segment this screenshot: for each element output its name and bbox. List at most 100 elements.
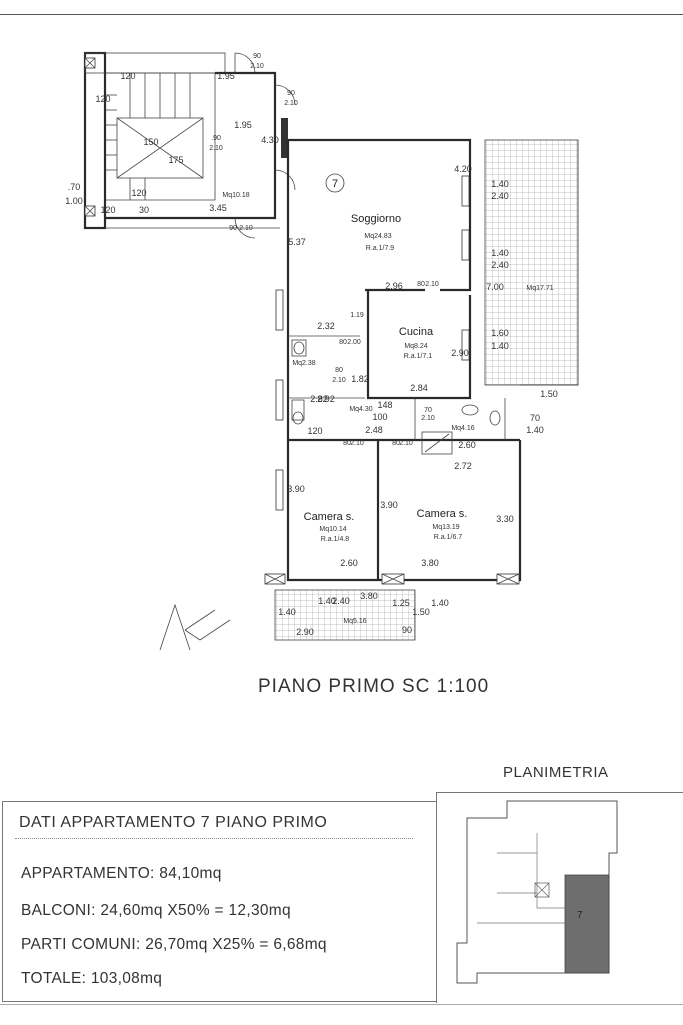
totale-row: TOTALE: 103,08mq [21, 970, 163, 987]
dim-label: 2.90 [451, 348, 469, 358]
dim-label: 2.10 [350, 440, 364, 447]
dim-label: 70 [530, 413, 540, 423]
dim-label: 80 [417, 281, 425, 288]
dim-label: 2.60 [458, 440, 476, 450]
dim-label: 3.90 [380, 500, 398, 510]
dim-label: 80 [335, 367, 343, 374]
dim-label: 2.10 [425, 281, 439, 288]
dim-label: 3.90 [287, 484, 305, 494]
dim-label: 30 [139, 205, 149, 215]
dim-label: 3.80 [421, 558, 439, 568]
dim-label: 120 [100, 205, 115, 215]
key-plan-unit-marker: 7 [577, 910, 583, 921]
dim-label: .70 [68, 182, 81, 192]
room-ratio-camera-left: R.a.1/4.8 [321, 536, 350, 543]
dim-label: 2.96 [385, 281, 403, 291]
drawing-title: PIANO PRIMO SC 1:100 [258, 676, 490, 697]
dim-label: 175 [168, 155, 183, 165]
dim-label: 120 [307, 426, 322, 436]
dim-label: 2.00 [347, 339, 361, 346]
dim-label: 2.10 [284, 100, 298, 107]
apartment-walls [264, 138, 522, 585]
north-arrow-icon [159, 603, 231, 651]
dim-label: 150 [143, 137, 158, 147]
dim-label: 1.40 [491, 248, 509, 258]
dim-label: 1.40 [491, 179, 509, 189]
dim-label: 2.10 [250, 63, 264, 70]
dim-label: 1.50 [412, 607, 430, 617]
dimension-labels: 120 1.95 90 2.10 90 2.10 120 150 175 1.9… [65, 53, 558, 637]
dim-label: 70 [424, 407, 432, 414]
data-box-header: DATI APPARTAMENTO 7 PIANO PRIMO [19, 814, 328, 831]
room-ratio-soggiorno: R.a.1/7.9 [366, 245, 395, 252]
dim-label: 1.19 [350, 312, 364, 319]
area-hall: Mq4.30 [349, 406, 372, 413]
dim-label: 120 [131, 188, 146, 198]
room-area-cucina: Mq8.24 [404, 343, 427, 350]
dim-label: 2.82 [310, 394, 328, 404]
balconi-row: BALCONI: 24,60mq X50% = 12,30mq [21, 902, 291, 919]
dim-label: 1.95 [234, 120, 252, 130]
dim-label: 2.90 [296, 627, 314, 637]
parti-comuni-row: PARTI COMUNI: 26,70mq X25% = 6,68mq [21, 936, 327, 953]
dim-label: 2.72 [454, 461, 472, 471]
dim-label: 2.40 [491, 260, 509, 270]
dim-label: 80 [392, 440, 400, 447]
dim-label: 3.80 [360, 591, 378, 601]
dim-label: 80 [343, 440, 351, 447]
room-name-camera-right: Camera s. [417, 508, 468, 520]
unit-number: 7 [332, 178, 338, 190]
area-balcony: Mq5.16 [343, 618, 366, 625]
dim-label: 4.30 [261, 135, 279, 145]
area-landing: Mq10.18 [222, 192, 249, 199]
dim-label: 1.40 [318, 596, 336, 606]
apartment-data-box: DATI APPARTAMENTO 7 PIANO PRIMO APPARTAM… [2, 801, 437, 1002]
dim-label: 5.37 [288, 237, 306, 247]
dim-label: 7.00 [486, 282, 504, 292]
area-bath: Mq4.16 [451, 425, 474, 432]
room-ratio-camera-right: R.a.1/6.7 [434, 534, 463, 541]
bottom-border-line [0, 1004, 683, 1005]
unit-highlight [564, 874, 610, 974]
landing [105, 52, 296, 239]
header-divider [15, 838, 413, 839]
dim-label: 1.82 [351, 374, 369, 384]
dim-label: 1.40 [491, 341, 509, 351]
dim-label: 2.40 [332, 596, 350, 606]
dim-label: 2.10 [421, 415, 435, 422]
dim-label: 90 [229, 225, 237, 232]
dim-label: 1.60 [491, 328, 509, 338]
dim-label: 1.40 [526, 425, 544, 435]
dim-label: 148 [377, 400, 392, 410]
stairwell [83, 51, 226, 230]
room-area-soggiorno: Mq24.83 [364, 233, 391, 240]
room-ratio-cucina: R.a.1/7.1 [404, 353, 433, 360]
dim-label: 3.45 [209, 203, 227, 213]
floor-plan-drawing: 7 Soggiorno Mq24.83 R.a.1/7.9 Cucina Mq8… [65, 51, 579, 651]
area-wc: Mq2.38 [292, 360, 315, 367]
balcony [274, 589, 416, 641]
key-plan-label: PLANIMETRIA [503, 764, 609, 781]
dim-label: 2.60 [340, 558, 358, 568]
dim-label: 2.48 [365, 425, 383, 435]
dim-label: 2.40 [491, 191, 509, 201]
dim-label: 120 [120, 71, 135, 81]
top-border-line [0, 14, 683, 15]
dim-label: 2.10 [332, 377, 346, 384]
dim-label: 2.10 [209, 145, 223, 152]
key-plan: 7 [436, 792, 683, 1003]
fixtures [291, 339, 501, 455]
dim-label: 1.00 [65, 196, 83, 206]
area-terrace: Mq17.71 [526, 285, 553, 292]
dim-label: 1.40 [431, 598, 449, 608]
dim-label: 1.50 [540, 389, 558, 399]
dim-label: 3.30 [496, 514, 514, 524]
dim-label: 2.10 [239, 225, 253, 232]
dim-label: 2.84 [410, 383, 428, 393]
unit-number-circle [325, 173, 345, 193]
room-area-camera-left: Mq10.14 [319, 526, 346, 533]
dim-label: 90 [287, 90, 295, 97]
dim-label: 1.95 [217, 71, 235, 81]
dim-label: 1.25 [392, 598, 410, 608]
